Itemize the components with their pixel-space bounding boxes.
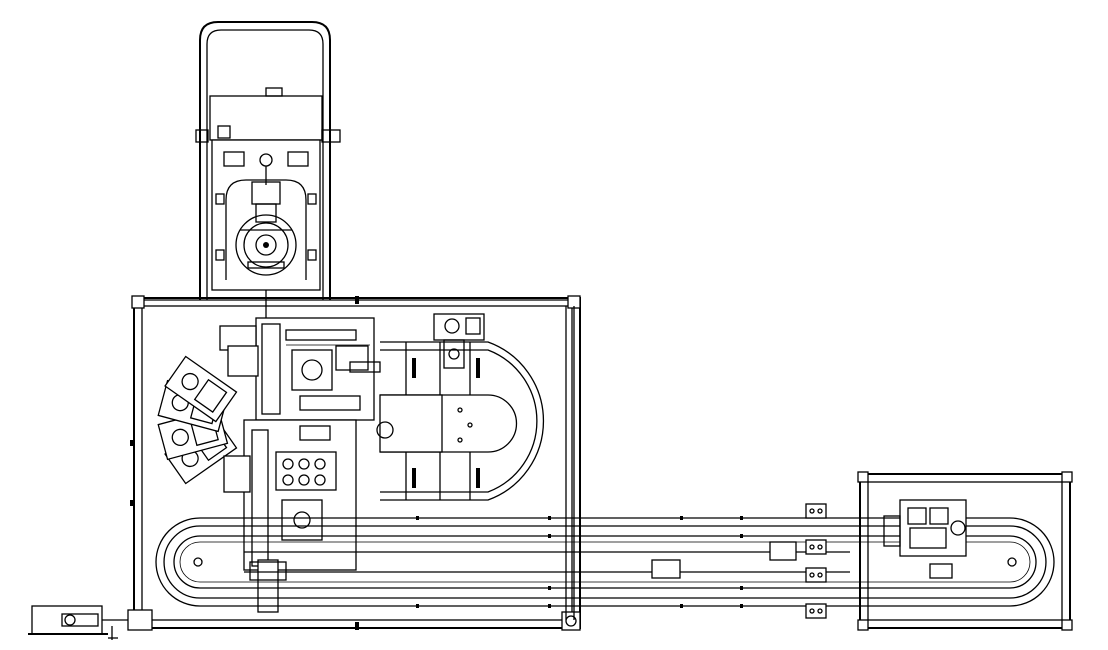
right-end-station [857,471,1073,631]
station-4 [164,355,238,423]
motor-housing [31,605,103,635]
square-fitting [217,125,231,139]
left-motor-drive [28,605,153,640]
top-feeder-unit [195,21,341,320]
corner-post [561,611,581,631]
bottom-post [257,559,279,613]
conveyor-track [155,503,1055,619]
idler-pulley [193,557,203,567]
radial-stations [157,325,259,493]
u-chain-guide [379,313,545,501]
drive-wheel [235,214,297,276]
central-mechanism [243,317,394,613]
